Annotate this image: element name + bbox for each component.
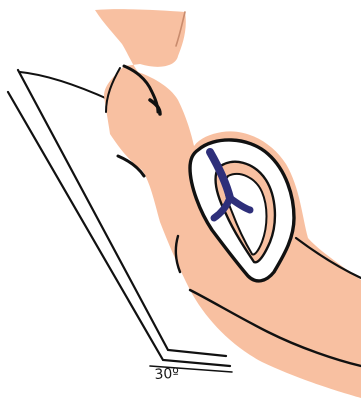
incline-angle-label: 30º bbox=[154, 366, 179, 383]
wedge-line-top bbox=[20, 72, 110, 100]
